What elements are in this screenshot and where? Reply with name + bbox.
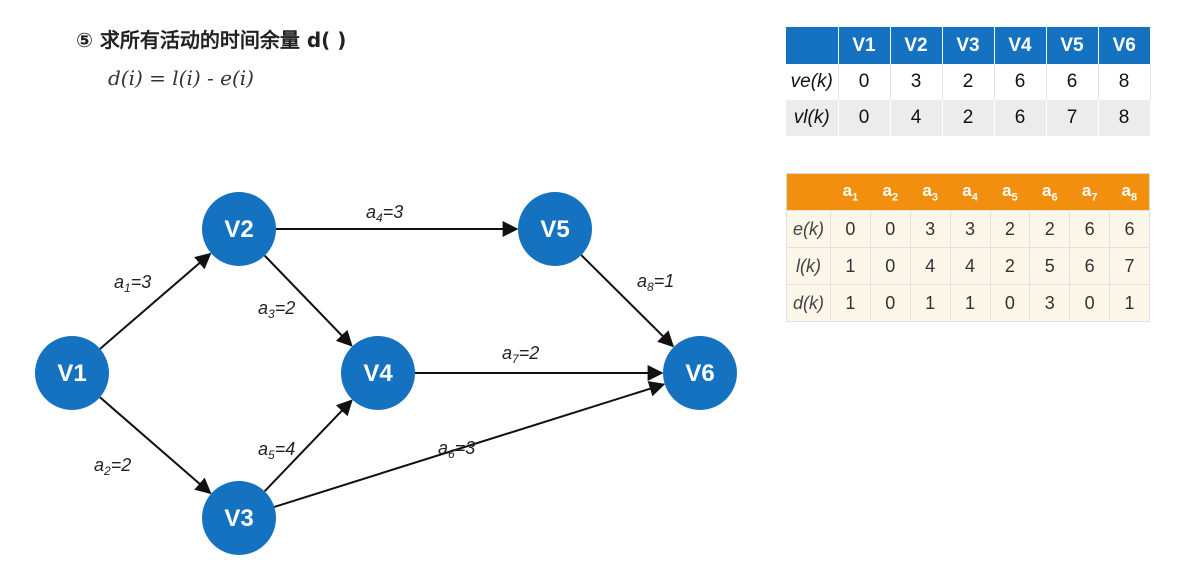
table-cell: 0 bbox=[838, 100, 891, 136]
activity-col-a4: a4 bbox=[950, 173, 990, 211]
table-cell: 1 bbox=[830, 247, 871, 285]
activity-table-corner bbox=[786, 173, 831, 211]
svg-text:V3: V3 bbox=[224, 505, 253, 532]
edge-label-a1: a1=3 bbox=[114, 272, 151, 295]
vertex-col-v6: V6 bbox=[1098, 27, 1150, 64]
row-label: ve(k) bbox=[786, 64, 839, 100]
edge-label-a4: a4=3 bbox=[366, 202, 403, 225]
node-v4: V4 bbox=[341, 336, 415, 410]
table-cell: 6 bbox=[1109, 210, 1150, 248]
table-cell: 6 bbox=[994, 64, 1047, 100]
table-cell: 2 bbox=[989, 210, 1031, 248]
table-cell: 3 bbox=[949, 210, 991, 248]
svg-text:V2: V2 bbox=[224, 216, 253, 243]
node-v5: V5 bbox=[518, 192, 592, 266]
edge-v1-v3 bbox=[99, 396, 212, 495]
row-label: d(k) bbox=[786, 284, 831, 322]
activity-col-a3: a3 bbox=[910, 173, 951, 211]
vertex-col-v2: V2 bbox=[890, 27, 943, 64]
node-v6: V6 bbox=[663, 336, 737, 410]
table-cell: 4 bbox=[890, 100, 943, 136]
table-cell: 3 bbox=[909, 210, 951, 248]
table-cell: 3 bbox=[1029, 284, 1071, 322]
edge-label-a3: a3=2 bbox=[258, 298, 295, 321]
table-cell: 8 bbox=[1098, 64, 1151, 100]
svg-text:V6: V6 bbox=[685, 360, 714, 387]
table-cell: 0 bbox=[838, 64, 891, 100]
table-cell: 0 bbox=[869, 284, 911, 322]
table-cell: 3 bbox=[890, 64, 943, 100]
slack-formula: d(i) = l(i) - e(i) bbox=[108, 66, 254, 90]
edge-label-a2: a2=2 bbox=[94, 455, 131, 478]
node-v2: V2 bbox=[202, 192, 276, 266]
table-cell: 2 bbox=[942, 64, 995, 100]
activity-col-a5: a5 bbox=[990, 173, 1030, 211]
table-cell: 4 bbox=[949, 247, 991, 285]
vertex-col-v5: V5 bbox=[1046, 27, 1099, 64]
edge-v3-v6 bbox=[273, 381, 666, 508]
activity-col-a8: a8 bbox=[1109, 173, 1150, 211]
row-label: l(k) bbox=[786, 247, 831, 285]
activity-col-a7: a7 bbox=[1069, 173, 1110, 211]
table-cell: 5 bbox=[1029, 247, 1071, 285]
edge-label-a7: a7=2 bbox=[502, 343, 539, 366]
edge-label-a8: a8=1 bbox=[637, 271, 674, 294]
row-label: vl(k) bbox=[786, 100, 839, 136]
table-cell: 6 bbox=[1069, 210, 1111, 248]
table-cell: 6 bbox=[1069, 247, 1111, 285]
table-cell: 1 bbox=[949, 284, 991, 322]
table-cell: 6 bbox=[994, 100, 1047, 136]
svg-text:V5: V5 bbox=[540, 216, 569, 243]
table-cell: 0 bbox=[830, 210, 871, 248]
table-cell: 2 bbox=[989, 247, 1031, 285]
table-cell: 0 bbox=[989, 284, 1031, 322]
row-label: e(k) bbox=[786, 210, 831, 248]
vertex-col-v3: V3 bbox=[942, 27, 995, 64]
activity-col-a1: a1 bbox=[830, 173, 871, 211]
slide-title: ⑤ 求所有活动的时间余量 d( ) bbox=[76, 28, 347, 52]
table-cell: 2 bbox=[942, 100, 995, 136]
activity-col-a2: a2 bbox=[870, 173, 911, 211]
table-cell: 1 bbox=[1109, 284, 1150, 322]
table-cell: 2 bbox=[1029, 210, 1071, 248]
svg-text:V4: V4 bbox=[363, 360, 393, 387]
table-cell: 1 bbox=[909, 284, 951, 322]
table-cell: 0 bbox=[1069, 284, 1111, 322]
table-cell: 1 bbox=[830, 284, 871, 322]
vertex-table-corner bbox=[786, 27, 839, 64]
table-cell: 7 bbox=[1046, 100, 1099, 136]
edge-label-a6: a6=3 bbox=[438, 438, 475, 461]
activity-col-a6: a6 bbox=[1029, 173, 1070, 211]
table-cell: 6 bbox=[1046, 64, 1099, 100]
edge-v2-v4 bbox=[263, 254, 353, 347]
table-cell: 4 bbox=[909, 247, 951, 285]
node-v1: V1 bbox=[35, 336, 109, 410]
edge-v3-v4 bbox=[263, 399, 353, 492]
vertex-col-v4: V4 bbox=[994, 27, 1047, 64]
edge-v1-v2 bbox=[99, 252, 212, 350]
table-cell: 7 bbox=[1109, 247, 1150, 285]
table-cell: 0 bbox=[869, 210, 911, 248]
edge-v5-v6 bbox=[580, 254, 675, 348]
table-cell: 8 bbox=[1098, 100, 1151, 136]
vertex-col-v1: V1 bbox=[838, 27, 891, 64]
table-cell: 0 bbox=[869, 247, 911, 285]
svg-text:V1: V1 bbox=[57, 360, 86, 387]
edge-label-a5: a5=4 bbox=[258, 439, 295, 462]
node-v3: V3 bbox=[202, 481, 276, 555]
